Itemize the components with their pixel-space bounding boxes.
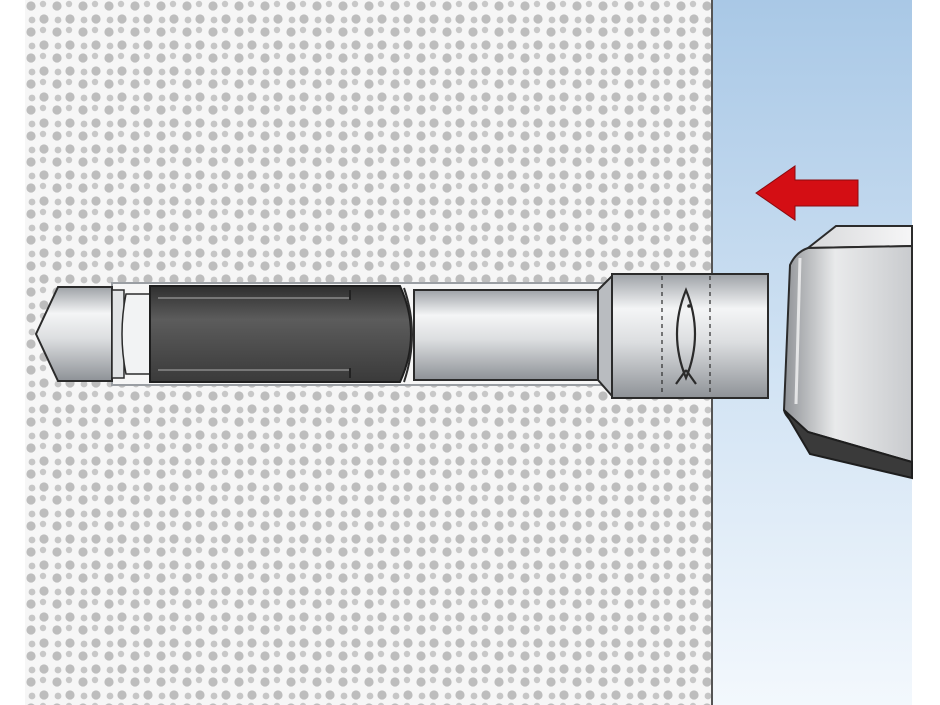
anchor-ball xyxy=(121,293,151,375)
anchor-shaft xyxy=(413,289,601,381)
anchor xyxy=(34,273,769,399)
right-margin xyxy=(912,0,940,705)
fish-logo-icon xyxy=(675,287,697,385)
anchor-cone-tip xyxy=(34,286,113,382)
anchor-collar-step xyxy=(597,273,613,399)
anchor-head xyxy=(611,273,769,399)
expansion-plug xyxy=(149,285,412,383)
hammer-head-icon xyxy=(782,225,913,480)
arrow-left-icon xyxy=(755,165,859,221)
